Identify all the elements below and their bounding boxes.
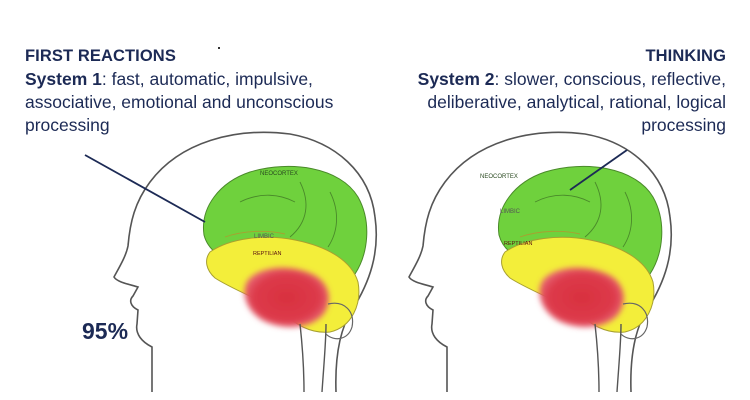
left-heading: FIRST REACTIONS (25, 47, 176, 65)
left-caption: FIRST REACTIONS System 1: fast, automati… (25, 45, 385, 137)
left-description: System 1: fast, automatic, impulsive, as… (25, 68, 385, 137)
right-description: System 2: slower, conscious, reflective,… (366, 68, 726, 137)
right-label-neocortex: NEOCORTEX (480, 174, 518, 180)
left-pointer-line (84, 154, 206, 223)
right-head-illustration (409, 132, 671, 392)
right-label-reptilian: REPTILIAN (504, 241, 532, 247)
system-1-text: : fast, automatic, impulsive, associativ… (25, 69, 334, 135)
stray-dot (218, 47, 220, 49)
system-1-label: System 1 (25, 69, 102, 89)
left-head-illustration (114, 132, 376, 392)
system-2-label: System 2 (417, 69, 495, 89)
percentage-label: 95% (82, 318, 129, 344)
left-label-neocortex: NEOCORTEX (260, 171, 298, 177)
system-2-text: : slower, conscious, reflective, deliber… (427, 69, 726, 135)
right-caption: THINKING System 2: slower, conscious, re… (366, 45, 726, 137)
left-label-limbic: LIMBIC (254, 234, 275, 240)
left-label-reptilian: REPTILIAN (253, 251, 281, 257)
right-pointer-line (569, 149, 628, 191)
right-heading: THINKING (645, 47, 726, 65)
right-label-limbic: LIMBIC (500, 209, 521, 215)
